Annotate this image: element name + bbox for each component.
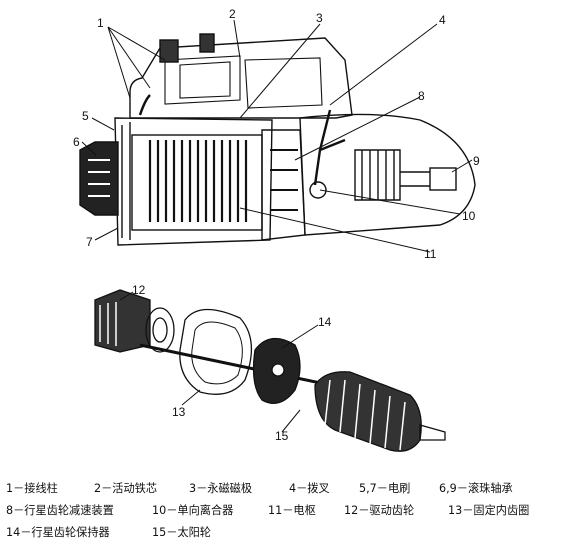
- callout-8: 8: [418, 89, 425, 103]
- drive-gear-exploded: [94, 289, 151, 353]
- solenoid-housing: [129, 37, 353, 119]
- leader-lines: [81, 19, 473, 433]
- legend-item: 15－太阳轮: [152, 526, 211, 539]
- legend-item: 3－永磁磁极: [189, 482, 253, 495]
- callout-15: 15: [275, 429, 289, 443]
- legend-item: 1－接线柱: [6, 482, 58, 495]
- callout-1: 1: [97, 16, 104, 30]
- legend-row-2: 8－行星齿轮减速装置 10－单向离合器 11－电枢 12－驱动齿轮 13－固定内…: [6, 500, 558, 522]
- callout-4: 4: [439, 13, 446, 27]
- shaft-end: [429, 167, 457, 191]
- planetary-gear-set: [261, 129, 306, 241]
- legend-item: 8－行星齿轮减速装置: [6, 504, 114, 517]
- callout-10: 10: [462, 209, 476, 223]
- exploded-view: [94, 289, 446, 452]
- callout-6: 6: [73, 135, 80, 149]
- terminal-post: [159, 39, 179, 63]
- drive-housing: [299, 113, 476, 236]
- starter-motor-diagram: 1 2 3 4 5 6 7 8 9 10 11 12 13 14 15: [73, 7, 480, 452]
- callout-9: 9: [473, 154, 480, 168]
- callout-3: 3: [316, 11, 323, 25]
- assembled-starter: [79, 33, 476, 246]
- callout-5: 5: [82, 109, 89, 123]
- callout-13: 13: [172, 405, 186, 419]
- solenoid-internals: [164, 55, 323, 109]
- legend-item: 6,9－滚珠轴承: [439, 482, 513, 495]
- shift-fork: [313, 109, 346, 186]
- legend-item: 5,7－电刷: [359, 482, 411, 495]
- legend-item: 2－活动铁芯: [94, 482, 158, 495]
- ring-gear: [179, 308, 253, 395]
- legend-item: 4－拨叉: [289, 482, 330, 495]
- legend-row-3: 14－行星齿轮保持器 15－太阳轮: [6, 522, 558, 544]
- callout-14: 14: [318, 315, 332, 329]
- drive-pinion: [354, 149, 401, 201]
- legend-item: 12－驱动齿轮: [344, 504, 415, 517]
- callout-7: 7: [86, 235, 93, 249]
- callout-11: 11: [424, 247, 437, 261]
- callout-12: 12: [132, 283, 146, 297]
- legend-row-1: 1－接线柱 2－活动铁芯 3－永磁磁极 4－拨叉 5,7－电刷 6,9－滚珠轴承: [6, 478, 558, 500]
- legend-item: 11－电枢: [268, 504, 316, 517]
- legend-item: 14－行星齿轮保持器: [6, 526, 110, 539]
- legend-item: 13－固定内齿圈: [448, 504, 530, 517]
- motor-housing-back: [121, 122, 131, 240]
- motor-housing: [114, 117, 273, 246]
- parts-legend: 1－接线柱 2－活动铁芯 3－永磁磁极 4－拨叉 5,7－电刷 6,9－滚珠轴承…: [6, 478, 558, 544]
- armature-windings: [148, 140, 248, 222]
- commutator-end: [79, 141, 119, 216]
- legend-item: 10－单向离合器: [152, 504, 234, 517]
- armature-exploded: [314, 371, 422, 452]
- callout-2: 2: [229, 7, 236, 21]
- bearing-ring: [145, 307, 175, 353]
